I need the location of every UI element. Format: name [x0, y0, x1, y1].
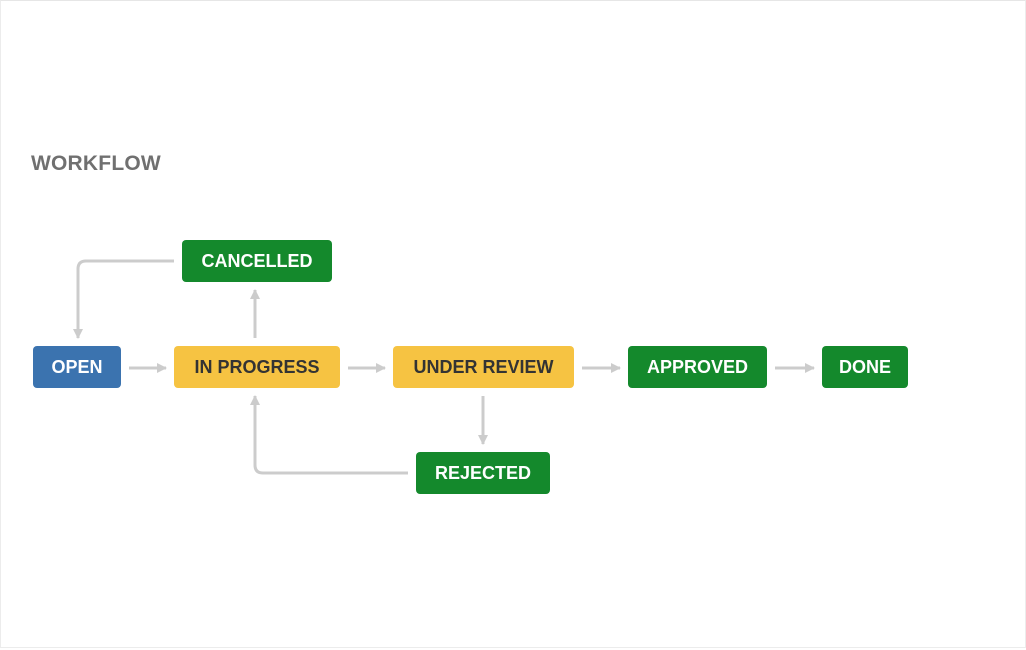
status-cancelled[interactable]: CANCELLED: [182, 240, 332, 282]
status-in-progress[interactable]: IN PROGRESS: [174, 346, 340, 388]
workflow-title: WORKFLOW: [31, 152, 161, 175]
arrow-rejected-to-in-progress: [250, 395, 408, 475]
status-under-review[interactable]: UNDER REVIEW: [393, 346, 574, 388]
status-open[interactable]: OPEN: [33, 346, 121, 388]
status-approved[interactable]: APPROVED: [628, 346, 767, 388]
status-done[interactable]: DONE: [822, 346, 908, 388]
status-rejected[interactable]: REJECTED: [416, 452, 550, 494]
arrow-cancelled-to-open: [73, 259, 174, 339]
